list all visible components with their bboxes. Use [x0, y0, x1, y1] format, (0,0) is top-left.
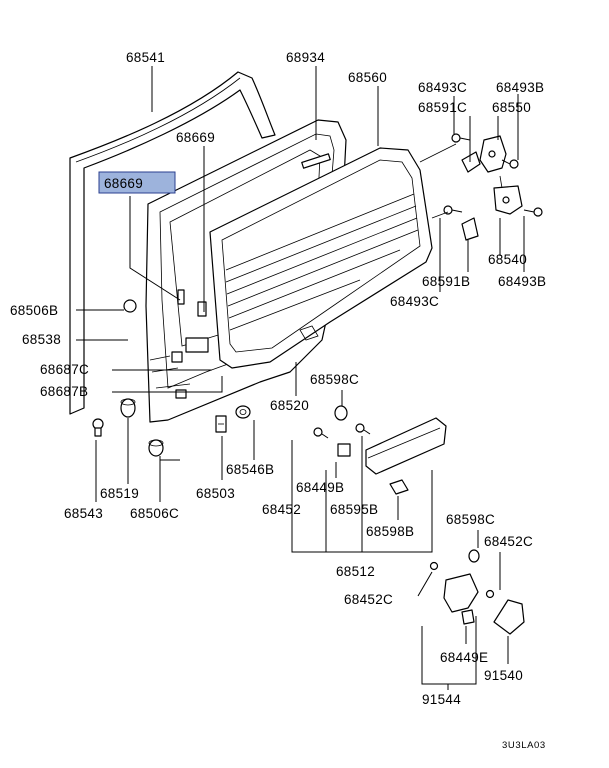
label-68493C-mid[interactable]: 68493C: [390, 294, 439, 309]
screw-68452C-left: [429, 561, 439, 571]
bolt-68493B-right: [523, 207, 543, 217]
label-68934[interactable]: 68934: [286, 50, 325, 65]
cushion-68519: [120, 398, 136, 418]
label-68452C-left[interactable]: 68452C: [344, 592, 393, 607]
glass-hatch-68560: [209, 147, 433, 369]
bolt-68493C-top: [451, 133, 471, 143]
bracket-68591B: [461, 217, 479, 241]
label-68493C-top[interactable]: 68493C: [418, 80, 467, 95]
label-68506B[interactable]: 68506B: [10, 303, 58, 318]
lamp-91540: [493, 599, 525, 635]
garnish-68512: [365, 417, 447, 475]
bracket-68591C: [461, 151, 481, 173]
clip-68449E: [461, 609, 475, 625]
label-91540[interactable]: 91540: [484, 668, 523, 683]
bumper-68506C: [148, 439, 164, 457]
grommet-68546B: [235, 405, 251, 419]
label-68449E[interactable]: 68449E: [440, 650, 488, 665]
bracket-license-lamp: [443, 573, 479, 613]
label-68687C[interactable]: 68687C: [40, 362, 89, 377]
label-68687B[interactable]: 68687B: [40, 384, 88, 399]
label-68595B[interactable]: 68595B: [330, 502, 378, 517]
clip-68598C-mid: [334, 405, 348, 421]
label-68550[interactable]: 68550: [492, 100, 531, 115]
screw-68452-mid: [313, 427, 329, 439]
label-68520[interactable]: 68520: [270, 398, 309, 413]
bumper-68506B: [123, 299, 137, 313]
clip-68503: [215, 415, 227, 433]
label-68538[interactable]: 68538: [22, 332, 61, 347]
label-68519[interactable]: 68519: [100, 486, 139, 501]
highlight-68669: [98, 171, 176, 194]
label-68541[interactable]: 68541: [126, 50, 165, 65]
nut-68598B: [389, 479, 409, 495]
label-68449B[interactable]: 68449B: [296, 480, 344, 495]
label-68598B[interactable]: 68598B: [366, 524, 414, 539]
part-labels: 68541 68934 68560 68493C 68493B 68669 68…: [10, 50, 546, 707]
leader-lines: [76, 66, 525, 690]
label-68598C-mid[interactable]: 68598C: [310, 372, 359, 387]
label-68543[interactable]: 68543: [64, 506, 103, 521]
label-68560[interactable]: 68560: [348, 70, 387, 85]
bolt-68493C-mid: [443, 205, 463, 215]
label-68591B[interactable]: 68591B: [422, 274, 470, 289]
label-68598C-right[interactable]: 68598C: [446, 512, 495, 527]
garnish-68934: [301, 153, 331, 169]
figure-code: 3U3LA03: [502, 740, 546, 751]
label-68452-mid[interactable]: 68452: [262, 502, 301, 517]
hinge-68550: [479, 135, 507, 173]
bolt-68543: [92, 418, 104, 437]
label-91544[interactable]: 91544: [422, 692, 461, 707]
label-68503[interactable]: 68503: [196, 486, 235, 501]
label-68493B-top[interactable]: 68493B: [496, 80, 544, 95]
label-68669-upper[interactable]: 68669: [176, 130, 215, 145]
screw-68595B: [355, 423, 371, 435]
clip-68598C-right: [468, 549, 480, 563]
weatherstrip-68541: [69, 71, 276, 415]
label-68669-highlighted[interactable]: 68669: [104, 176, 143, 191]
label-68493B-right[interactable]: 68493B: [498, 274, 546, 289]
label-68512[interactable]: 68512: [336, 564, 375, 579]
screw-68452C-right: [485, 589, 495, 599]
clip-68449B: [337, 443, 351, 457]
label-68540[interactable]: 68540: [488, 252, 527, 267]
label-68452C-right[interactable]: 68452C: [484, 534, 533, 549]
label-68546B[interactable]: 68546B: [226, 462, 274, 477]
hinge-68540: [493, 185, 523, 215]
bolt-68493B-top: [501, 159, 519, 169]
label-68506C[interactable]: 68506C: [130, 506, 179, 521]
label-68591C[interactable]: 68591C: [418, 100, 467, 115]
